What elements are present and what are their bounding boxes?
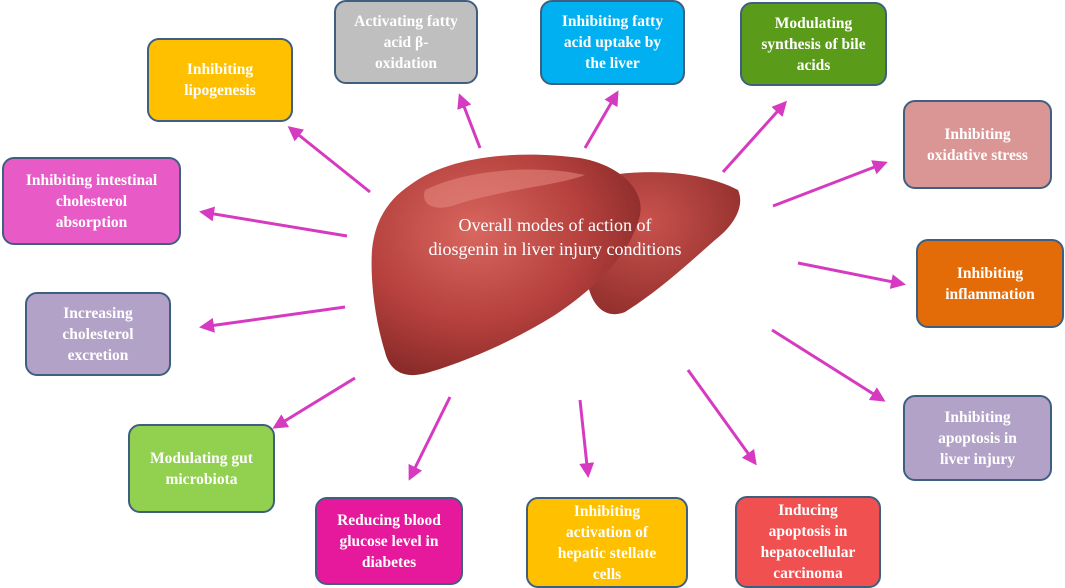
box-line: apoptosis in [938,429,1017,447]
box-line: absorption [55,213,128,231]
box-apoptosis-liver-injury: Inhibiting apoptosis in liver injury [903,395,1052,481]
arrow-to-oxidative-stress [772,160,888,208]
arrow-to-lipogenesis [287,126,371,194]
box-line: glucose level in [339,532,439,550]
box-cholesterol-excretion: Increasing cholesterol excretion [25,292,171,376]
box-fatty-acid-uptake: Inhibiting fatty acid uptake by the liver [540,0,685,85]
box-lipogenesis: Inhibiting lipogenesis [147,38,293,122]
box-line: Inhibiting [956,264,1024,282]
center-label-line2: diosgenin in liver injury conditions [428,239,682,259]
box-line: cholesterol [62,325,134,343]
arrow-to-apoptosis-liver-injury [771,328,886,402]
arrow-to-bile-acids [721,100,788,174]
arrows [199,90,906,481]
box-line: cells [592,565,622,583]
box-line: cholesterol [55,192,128,210]
arrow-to-beta-oxidation [457,93,482,149]
box-line: Inhibiting fatty [561,13,664,30]
liver-main-lobe-icon [371,154,641,376]
arrow-to-fatty-acid-uptake [583,90,619,149]
box-gut-microbiota: Modulating gut microbiota [128,424,275,513]
box-blood-glucose: Reducing blood glucose level in diabetes [315,497,463,585]
box-line: Inhibiting intestinal [25,171,158,189]
box-line: synthesis of bile [761,35,866,53]
box-line: acids [796,56,831,74]
box-line: lipogenesis [184,82,256,99]
box-line: Reducing blood [337,511,441,529]
box-line: oxidative stress [927,146,1028,164]
box-line: inflammation [945,285,1035,303]
box-line: liver injury [939,450,1016,468]
arrow-to-gut-microbiota [272,376,356,429]
box-line: diabetes [361,553,417,571]
box-line: carcinoma [773,565,843,582]
box-line: hepatocellular [760,544,856,561]
box-line: hepatic stellate [557,544,657,562]
box-line: microbiota [165,470,238,488]
box-line: acid β- [383,33,429,51]
box-hepatic-stellate: Inhibiting activation of hepatic stellate c… [526,497,688,588]
box-line: acid uptake by [563,34,662,51]
arrow-to-apoptosis-hcc [686,369,757,466]
box-bile-acids: Modulating synthesis of bile acids [740,2,887,86]
box-line: Inhibiting [944,408,1011,426]
box-line: excretion [67,346,129,364]
box-line: activation of [565,523,649,541]
center-label-line1: Overall modes of action of [458,215,652,235]
center-label: Overall modes of action of diosgenin in … [405,213,705,261]
arrow-to-hepatic-stellate [578,399,595,478]
arrow-to-intestinal-absorption [199,206,348,238]
box-line: Inducing [778,502,838,519]
box-line: Inhibiting [186,61,254,78]
box-intestinal-absorption: Inhibiting intestinal cholesterol absorpti… [2,157,181,245]
arrow-to-cholesterol-excretion [199,305,346,333]
box-line: Activating fatty [354,12,458,30]
box-line: Inhibiting [944,125,1011,143]
liver-illustration [371,154,741,376]
box-inflammation: Inhibiting inflammation [916,239,1064,328]
arrow-to-blood-glucose [408,396,452,481]
box-line: apoptosis in [768,523,848,540]
box-oxidative-stress: Inhibiting oxidative stress [903,100,1052,189]
box-line: Inhibiting [573,502,641,520]
box-beta-oxidation: Activating fatty acid β-oxidation [334,0,478,84]
box-line: the liver [585,55,640,72]
box-line: oxidation [374,54,437,72]
box-line: Modulating [774,14,853,32]
box-line: Modulating gut [150,449,253,467]
box-apoptosis-hcc: Inducing apoptosis in hepatocellular carcin… [735,496,881,588]
liver-highlight-icon [424,169,585,208]
box-line: Increasing [63,304,133,322]
arrow-to-inflammation [797,261,906,290]
